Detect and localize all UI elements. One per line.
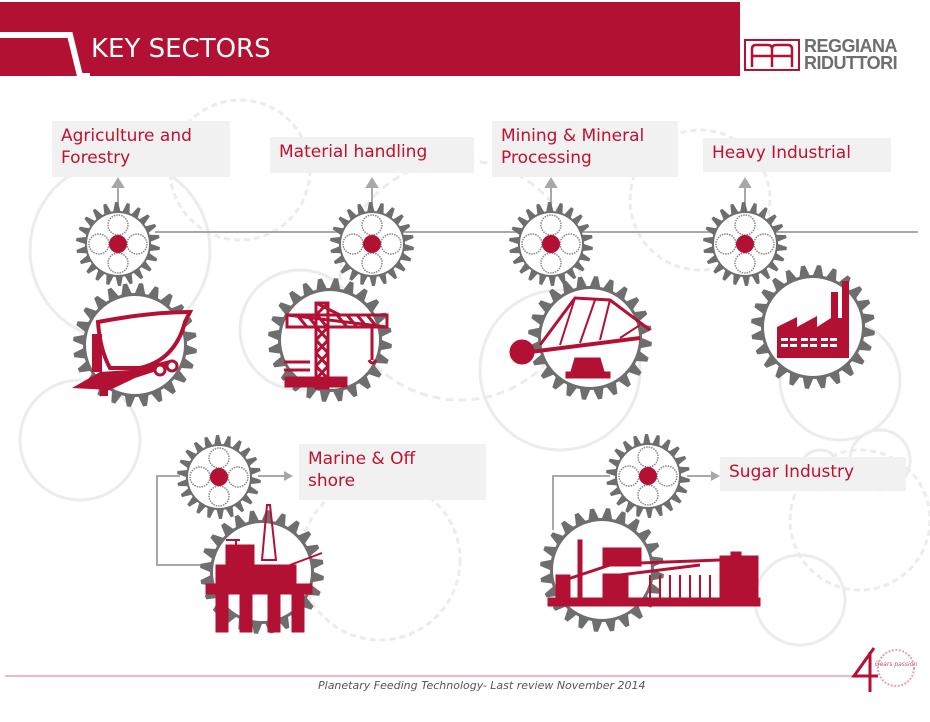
footer-divider [5,675,860,677]
offshore-platform-icon [205,504,323,633]
sector-label-marine-offshore: Marine & Off shore [299,444,486,500]
footer-text: Planetary Feeding Technology- Last revie… [318,679,646,692]
header-bar [0,2,740,76]
sector-label-line: Marine & Off [308,449,416,469]
page-title: KEY SECTORS [91,34,271,64]
factory-icon [777,281,849,358]
sector-label-mining-mineral: Mining & Mineral Processing [492,121,678,177]
logo-text-line2: RIDUTTORI [804,53,898,73]
tower-crane-icon [284,301,389,390]
large-gear-mining-face [541,289,639,387]
sun-gear-icon [363,235,381,253]
sector-label-line: Processing [501,148,592,168]
sector-label-agriculture-forestry: Agriculture and Forestry [52,121,230,177]
sector-label-heavy-industrial: Heavy Industrial [703,138,891,172]
40-years-badge-icon: Gears passion [851,647,918,692]
sugar-plant-icon [547,539,761,607]
planet-gear-icon [637,484,659,506]
sector-label-line: Heavy Industrial [712,143,851,163]
sector-label-line: shore [308,471,356,491]
badge-text: Gears passion [875,661,918,668]
sector-label-sugar-industry: Sugar Industry [720,457,906,491]
planet-gear-icon [107,252,129,274]
sun-gear-icon [542,235,560,253]
sun-gear-icon [736,235,754,253]
sun-gear-icon [210,468,228,486]
bucket-wheel-excavator-icon [509,296,651,379]
reggiana-riduttori-logo: REGGIANA RIDUTTORI [744,36,898,73]
planet-gear-icon [208,485,230,507]
sector-label-line: Agriculture and [61,126,192,146]
logo-text-line1: REGGIANA [804,36,898,56]
sector-label-line: Material handling [279,142,428,162]
sector-label-line: Forestry [61,148,131,168]
sun-gear-icon [109,235,127,253]
sun-gear-icon [639,467,657,485]
feed-mixer-wagon-icon [72,309,194,396]
logo-mark-icon [744,39,800,71]
sector-label-line: Mining & Mineral [501,126,645,146]
planet-gear-icon [361,252,383,274]
planet-gear-icon [734,252,756,274]
header-notch-decoration [0,32,90,79]
sector-label-line: Sugar Industry [729,462,855,482]
sector-label-material-handling: Material handling [270,137,474,173]
planet-gear-icon [540,252,562,274]
